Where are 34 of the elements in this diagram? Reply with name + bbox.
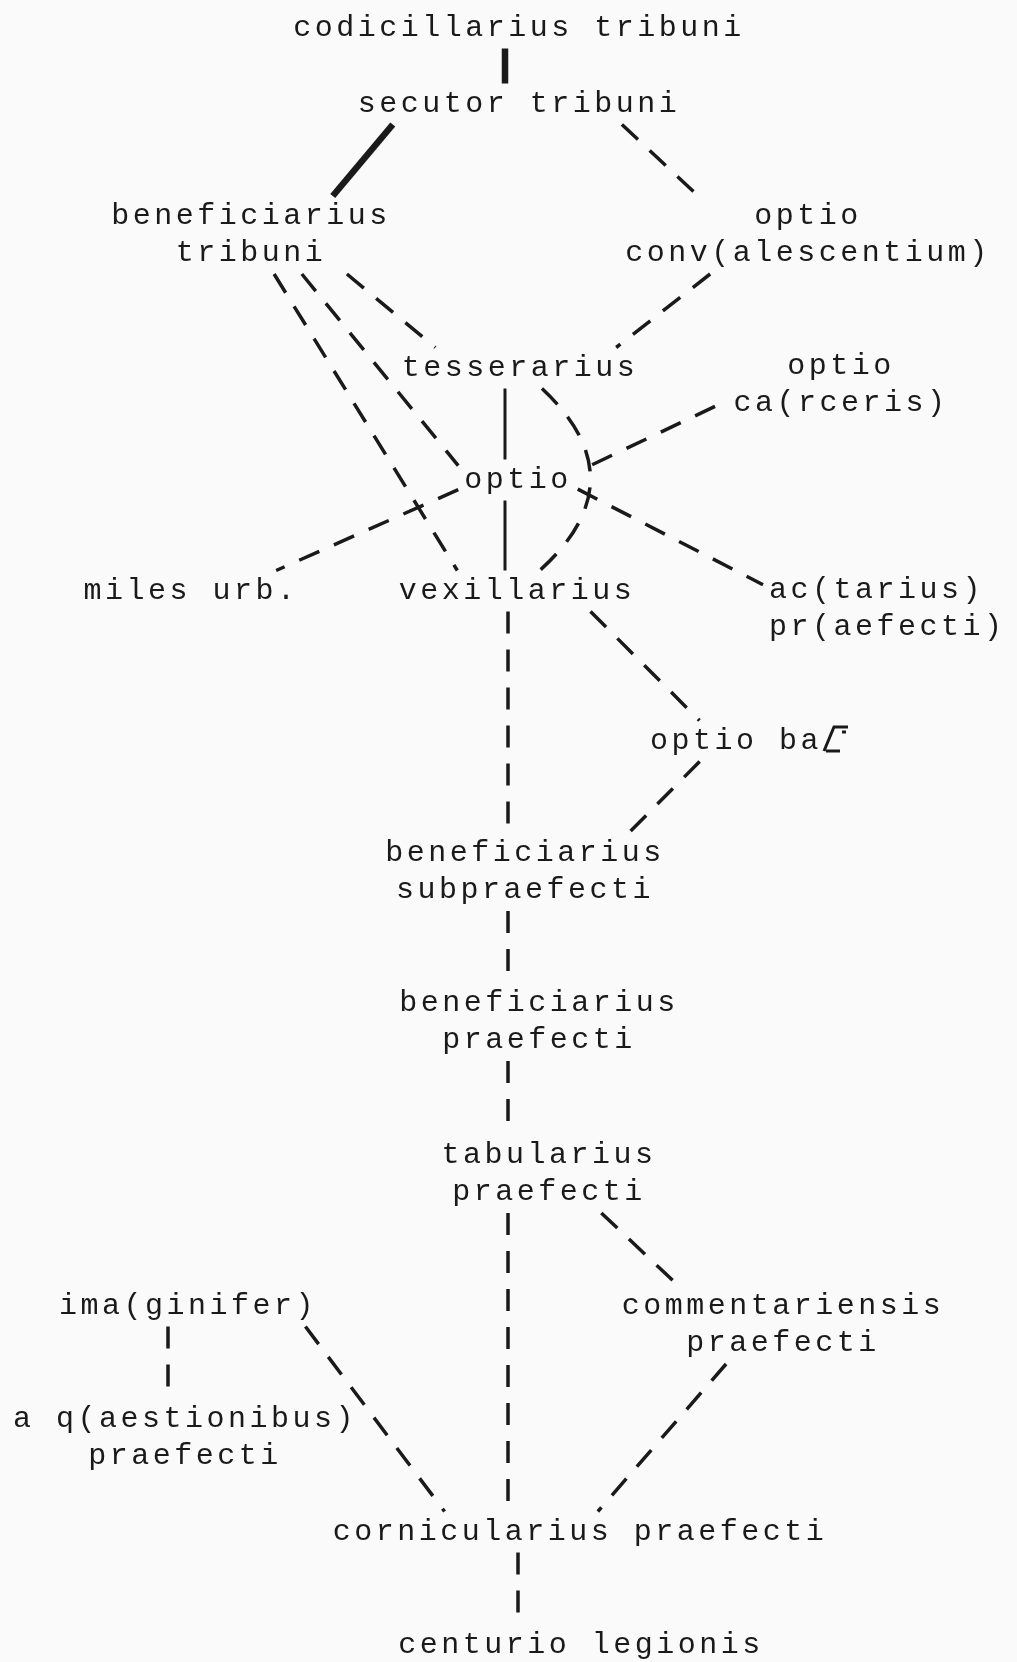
rank-label: codicillarius tribuni bbox=[293, 9, 745, 47]
rank-label: beneficiarius praefecti bbox=[398, 985, 680, 1059]
rank-label: beneficiarius tribuni bbox=[110, 198, 392, 272]
connector-line bbox=[501, 48, 509, 84]
rank-label: optio ca(rceris) bbox=[732, 348, 950, 422]
rank-label: ac(tarius) pr(aefecti) bbox=[769, 572, 1007, 646]
connector-line bbox=[503, 388, 507, 460]
dashed-connector bbox=[538, 387, 593, 572]
rank-label: tesserarius bbox=[401, 349, 639, 387]
rank-label: cornicularius praefecti bbox=[332, 1513, 828, 1551]
rank-label: beneficiarius subpraefecti bbox=[384, 835, 666, 909]
connector-line bbox=[503, 500, 507, 571]
rank-label: ima(ginifer) bbox=[58, 1287, 317, 1325]
rank-label: miles urb. bbox=[83, 572, 299, 610]
rank-label: optio ba bbox=[650, 722, 822, 760]
dashed-connector bbox=[345, 272, 437, 349]
rank-label: secutor tribuni bbox=[357, 85, 681, 123]
rank-label: optio conv(alescentium) bbox=[624, 198, 992, 272]
rank-label: tabularius praefecti bbox=[440, 1137, 658, 1211]
dashed-connector bbox=[615, 272, 712, 349]
rank-label: optio bbox=[464, 461, 572, 499]
dashed-connector bbox=[275, 488, 459, 573]
connector-line bbox=[330, 122, 396, 199]
rank-label: vexillarius bbox=[398, 572, 636, 610]
dashed-connector bbox=[627, 760, 701, 835]
dashed-connector bbox=[576, 487, 764, 587]
dashed-connector bbox=[596, 1362, 728, 1513]
rank-label: centurio legionis bbox=[398, 1626, 764, 1662]
rank-label: a q(aestionibus) praefecti bbox=[11, 1401, 358, 1475]
dashed-connector bbox=[300, 272, 460, 467]
rank-label: commentariensis praefecti bbox=[620, 1288, 946, 1362]
dashed-connector bbox=[304, 1325, 446, 1513]
dashed-connector bbox=[272, 273, 459, 572]
dashed-connector bbox=[589, 610, 701, 722]
